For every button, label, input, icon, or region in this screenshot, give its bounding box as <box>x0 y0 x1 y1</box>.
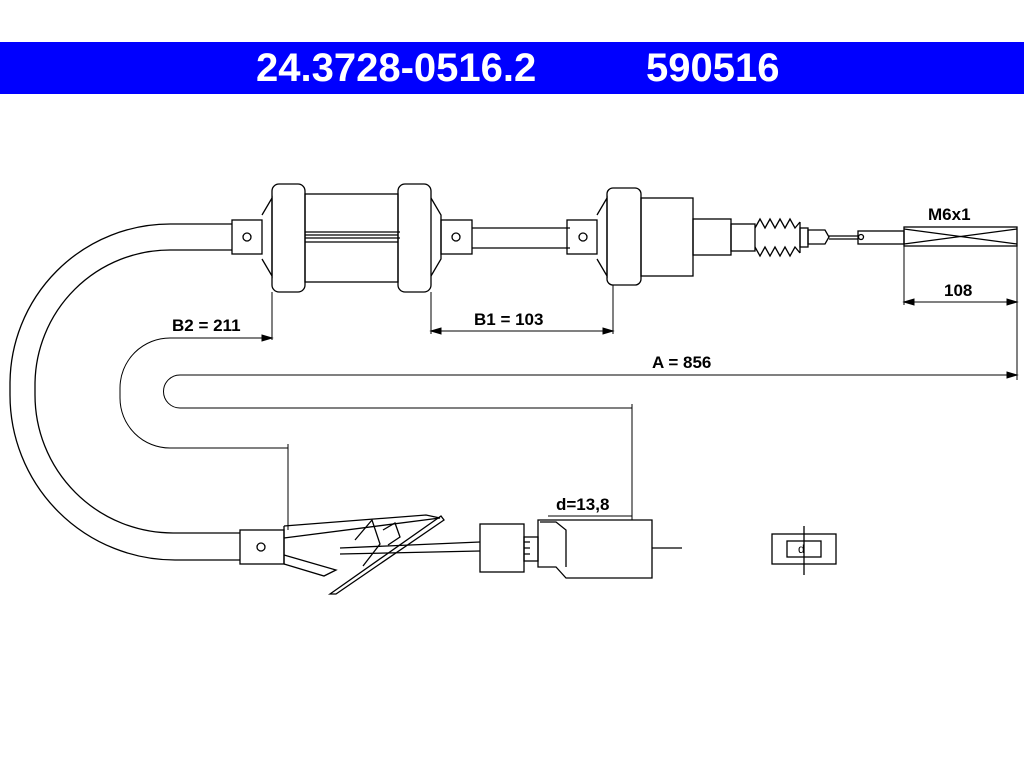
adjuster-body <box>271 183 473 293</box>
d-label: d=13,8 <box>556 495 609 514</box>
a-label: A = 856 <box>652 353 711 372</box>
dimension-b2 <box>170 292 274 342</box>
end-fitting-bottom <box>479 519 682 579</box>
inner-wire-top <box>305 227 570 249</box>
b2-label: B2 = 211 <box>172 316 241 335</box>
b1-label: B1 = 103 <box>474 310 543 329</box>
boot-housing <box>566 187 756 286</box>
dimension-a <box>119 246 1019 530</box>
reference-number: 590516 <box>646 46 780 90</box>
part-number: 24.3728-0516.2 <box>256 46 537 90</box>
thread-label: M6x1 <box>928 205 971 224</box>
end-ferrule-bottom <box>239 514 441 577</box>
threaded-end-m6 <box>857 226 1018 247</box>
dimension-b1 <box>429 285 615 335</box>
dimension-108 <box>902 246 1019 306</box>
title-bar: 24.3728-0516.2 590516 <box>0 42 1024 94</box>
cable-outer-sheath <box>9 223 240 561</box>
end-ferrule-top-left <box>231 195 273 279</box>
cross-section-symbol <box>771 526 837 575</box>
cross-section-label: d <box>798 542 805 556</box>
thread-length-label: 108 <box>944 281 972 300</box>
clutch-fork-bracket <box>327 515 481 595</box>
bellows-boot <box>754 217 858 258</box>
